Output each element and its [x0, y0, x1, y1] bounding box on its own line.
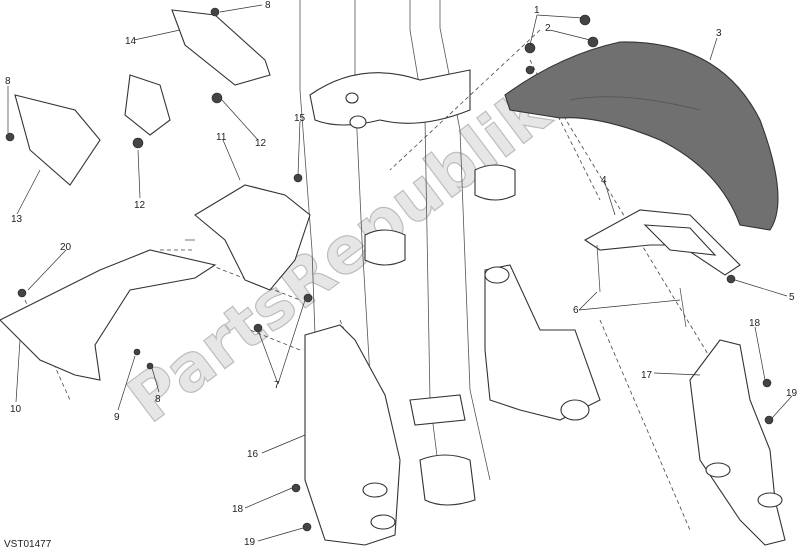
drawing-code: VST01477 — [4, 539, 52, 550]
callout-19-left: 19 — [244, 537, 256, 548]
callout-17: 17 — [641, 370, 653, 381]
callout-16: 16 — [247, 449, 259, 460]
side-cover-left — [14, 94, 101, 186]
callout-18-left: 18 — [232, 504, 244, 515]
callout-19-right: 19 — [786, 388, 798, 399]
callout-5: 5 — [789, 292, 795, 303]
callout-20: 20 — [60, 242, 72, 253]
fork-bridge — [309, 69, 471, 126]
callout-15: 15 — [294, 113, 306, 124]
bracket — [124, 74, 171, 136]
leader-lines — [7, 4, 793, 542]
side-cover-upper — [171, 9, 271, 86]
callout-14: 14 — [125, 36, 137, 47]
callout-9: 9 — [114, 412, 120, 423]
front-mudguard — [504, 41, 779, 231]
callout-18-right: 18 — [749, 318, 761, 329]
callout-11: 11 — [216, 132, 227, 143]
callout-3: 3 — [716, 28, 722, 39]
callout-8-left: 8 — [5, 76, 11, 87]
fork-seal-left — [364, 229, 406, 266]
callout-13: 13 — [11, 214, 23, 225]
callout-1: 1 — [534, 5, 540, 16]
callout-12-top: 12 — [255, 138, 267, 149]
callout-4: 4 — [601, 175, 607, 186]
callout-6: 6 — [573, 305, 579, 316]
fork-bottom-left — [419, 454, 476, 506]
side-fairing — [0, 249, 217, 381]
fork-guard-right — [689, 339, 786, 546]
fasteners — [5, 7, 774, 532]
front-fork — [299, 0, 601, 506]
callout-2: 2 — [545, 23, 551, 34]
fork-bottom-right — [484, 264, 601, 421]
instrument-support — [194, 184, 311, 291]
callout-10: 10 — [10, 404, 22, 415]
fork-seal-right — [474, 164, 516, 201]
callout-8-bottom: 8 — [155, 394, 161, 405]
callout-7: 7 — [274, 380, 280, 391]
callout-labels: 1 2 3 4 5 6 7 8 8 8 9 10 11 12 12 13 14 … — [5, 0, 798, 548]
fork-guard-left — [304, 324, 401, 546]
callout-8-top: 8 — [265, 0, 271, 11]
callout-12-bottom: 12 — [134, 200, 146, 211]
